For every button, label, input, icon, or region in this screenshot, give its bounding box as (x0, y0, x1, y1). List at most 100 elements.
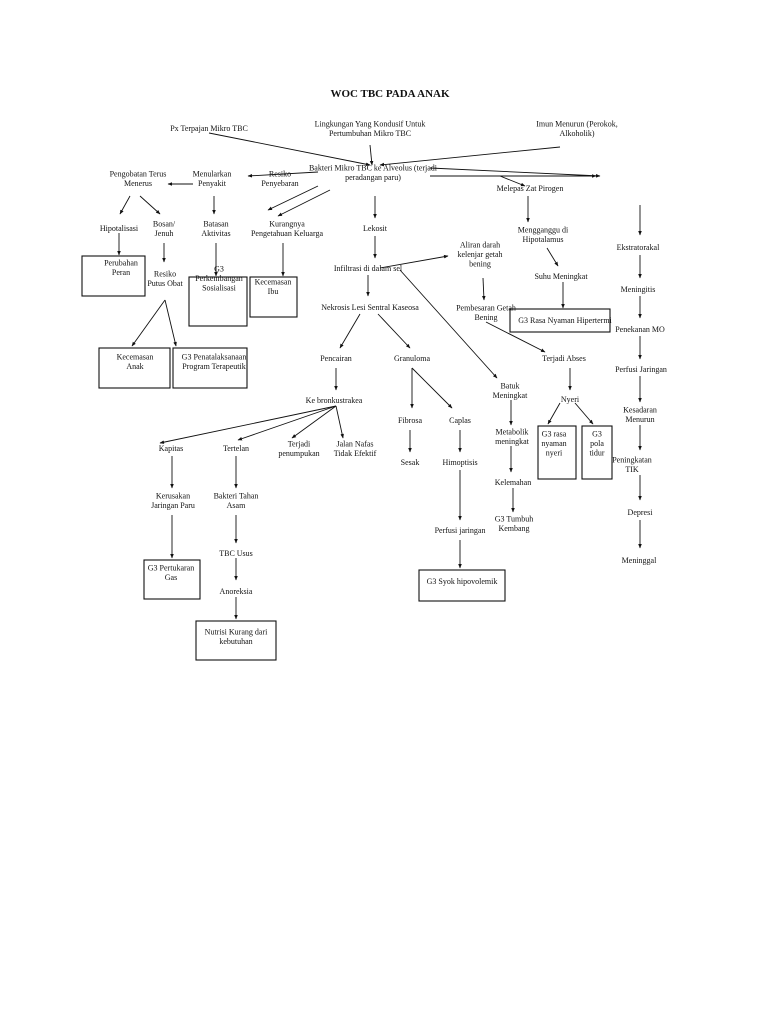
edge-arrow-1 (208, 132, 371, 166)
node-n31: TBC Usus (219, 549, 253, 558)
node-n50: Terjadi Abses (542, 354, 586, 363)
node-n48: Suhu Meningkat (534, 272, 588, 281)
node-n56: Penekanan MO (615, 325, 665, 334)
edge-arrow-37 (335, 405, 344, 439)
node-n57: Perfusi Jaringan (615, 365, 667, 374)
edge-arrow-52 (547, 402, 561, 425)
node-n39: G3 Syok hipovolemik (427, 577, 498, 586)
diagnosis-box-n16 (98, 347, 171, 389)
edge-arrow-6 (267, 185, 319, 211)
diagnosis-box-n49 (509, 308, 611, 333)
edge-arrow-28 (399, 269, 498, 379)
node-n19: Infiltrasi di dalam sel (334, 264, 403, 273)
edge-arrow-29 (339, 313, 361, 349)
node-n61: Meninggal (622, 556, 657, 565)
node-n18: Lekosit (363, 224, 388, 233)
edge-arrow-7 (277, 189, 331, 217)
node-n55: Meningitis (621, 285, 656, 294)
diagnosis-box-n15 (249, 276, 298, 318)
diagnosis-box-n17 (172, 347, 248, 389)
node-n25: Tertelan (223, 444, 249, 453)
diagnosis-box-n52 (537, 425, 577, 480)
diagram-title: WOC TBC PADA ANAK (330, 88, 450, 100)
node-n54: Ekstratorakal (617, 243, 660, 252)
edge-arrow-25 (379, 254, 449, 269)
node-n8: Hipotalisasi (100, 224, 139, 233)
node-n44: Kelemahan (495, 478, 531, 487)
node-n9: Bosan/Jenuh (153, 219, 176, 238)
node-n60: Depresi (628, 508, 654, 517)
diagnosis-box-n12 (81, 255, 146, 297)
node-n49: G3 Rasa Nyaman Hipertermi (518, 316, 612, 325)
diagnosis-box-n53 (581, 425, 613, 480)
node-n37: Himoptisis (442, 458, 477, 467)
diagnosis-box-n30 (143, 559, 201, 600)
edge-arrow-35 (237, 405, 337, 441)
boxes (81, 255, 613, 661)
edge-arrow-4 (247, 171, 319, 178)
edge-arrow-27 (485, 321, 546, 353)
edge-arrow-53 (574, 402, 594, 425)
node-n20: Nekrosis Lesi Sentral Kaseosa (321, 303, 419, 312)
diagnosis-box-n33 (195, 620, 277, 661)
edge-arrow-30 (377, 313, 411, 349)
node-n22: Granuloma (394, 354, 430, 363)
edge-arrow-3 (379, 146, 561, 167)
edges (117, 132, 642, 620)
edge-arrow-23 (546, 247, 559, 267)
edge-arrow-15 (131, 299, 166, 347)
edge-arrow-36 (291, 405, 337, 439)
node-n24: Kapitas (159, 444, 183, 453)
node-n21: Pencairan (320, 354, 352, 363)
diagnosis-box-n39 (418, 569, 506, 602)
edge-arrow-16 (164, 299, 177, 347)
node-n46: Melepas Zat Pirogen (497, 184, 564, 193)
edge-arrow-34 (159, 405, 337, 444)
node-n35: Caplas (449, 416, 471, 425)
edge-arrow-8 (119, 195, 131, 215)
edge-arrow-20 (429, 167, 601, 178)
edge-arrow-2 (369, 144, 374, 166)
node-n3: Imun Menurun (Perokok,Alkoholik) (536, 119, 618, 138)
node-n23: Ke bronkustrakea (306, 396, 363, 405)
node-n32: Anoreksia (220, 587, 253, 596)
edge-arrow-26 (482, 277, 486, 301)
edge-arrow-9 (139, 195, 161, 215)
node-n51: Nyeri (561, 395, 580, 404)
node-n38: Perfusi jaringan (435, 526, 486, 535)
node-n34: Fibrosa (398, 416, 422, 425)
diagnosis-box-n14 (188, 276, 248, 327)
node-n36: Sesak (401, 458, 420, 467)
